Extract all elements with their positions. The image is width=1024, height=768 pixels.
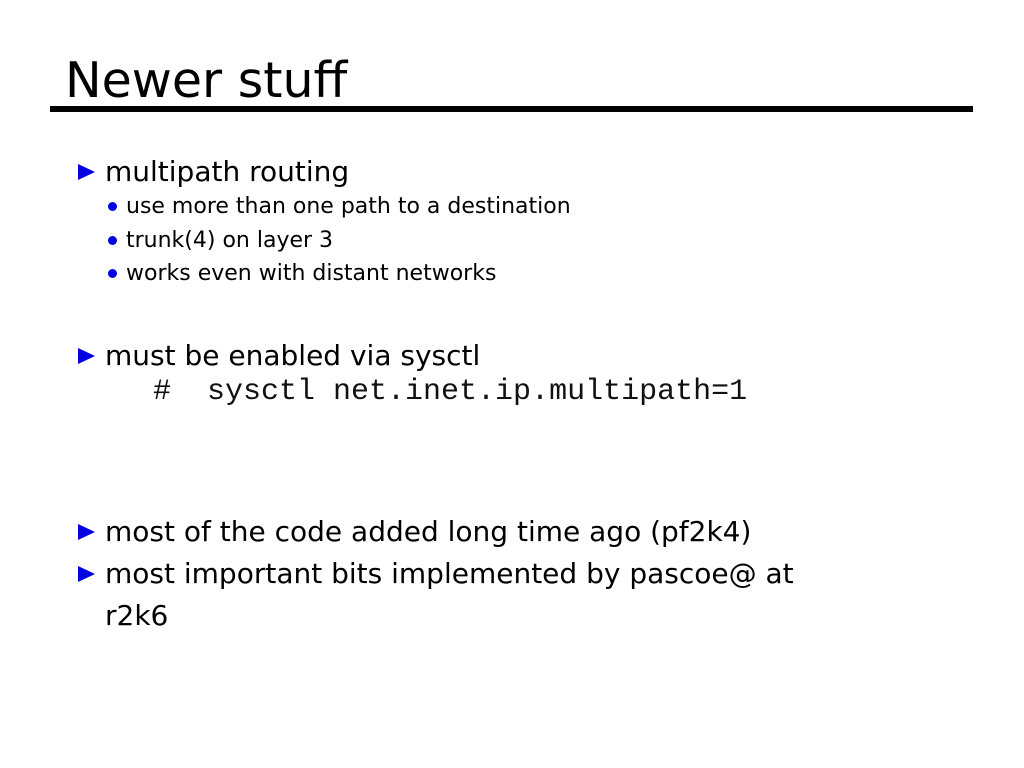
triangle-bullet-icon: [78, 524, 95, 540]
sub-bullet-list: use more than one path to a destination …: [108, 190, 571, 291]
sub-bullet-item: trunk(4) on layer 3: [108, 224, 571, 258]
dot-bullet-icon: [108, 202, 117, 212]
slide-title: Newer stuff: [65, 52, 348, 109]
sub-bullet-item: works even with distant networks: [108, 257, 571, 291]
bullet-item-sysctl: must be enabled via sysctl: [78, 335, 481, 377]
bullet-item-pascoe: most important bits implemented by pasco…: [78, 553, 794, 637]
bullet-label-continuation: r2k6: [105, 599, 169, 632]
triangle-bullet-icon: [78, 164, 95, 180]
sub-bullet-label: use more than one path to a destination: [126, 194, 571, 219]
triangle-bullet-icon: [78, 348, 95, 364]
bullet-label: multipath routing: [105, 155, 350, 188]
sub-bullet-item: use more than one path to a destination: [108, 190, 571, 224]
bullet-item-code-added: most of the code added long time ago (pf…: [78, 511, 752, 553]
sysctl-code-line: # sysctl net.inet.ip.multipath=1: [153, 375, 748, 409]
dot-bullet-icon: [108, 269, 117, 279]
bullet-item-multipath-routing: multipath routing: [78, 151, 350, 193]
sub-bullet-label: works even with distant networks: [126, 261, 497, 286]
triangle-bullet-icon: [78, 566, 95, 582]
bullet-label: most important bits implemented by pasco…: [105, 557, 794, 590]
bullet-label: most of the code added long time ago (pf…: [105, 515, 752, 548]
title-underline: [50, 106, 973, 112]
dot-bullet-icon: [108, 235, 117, 245]
bullet-label: must be enabled via sysctl: [105, 339, 481, 372]
sub-bullet-label: trunk(4) on layer 3: [126, 227, 334, 253]
